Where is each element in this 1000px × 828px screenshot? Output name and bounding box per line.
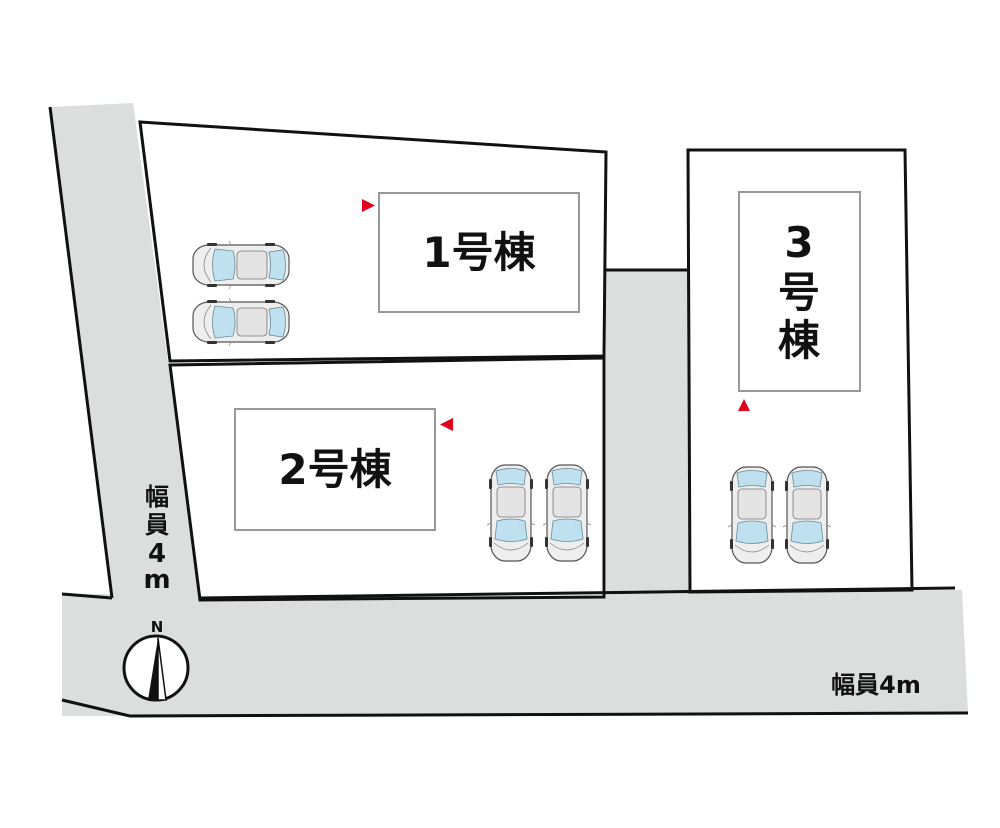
south-road-edge-bottom (61, 698, 969, 718)
south-road-top-boundary (199, 586, 956, 600)
west-road-width-char-1: 幅 (145, 483, 169, 511)
building-2-footprint (234, 408, 436, 531)
building-1-entrance-marker (362, 199, 375, 212)
building-3-footprint (738, 191, 861, 392)
car-lot-1-b (192, 297, 290, 347)
car-lot-2-b (542, 464, 592, 562)
south-road-edge-west (61, 592, 113, 600)
building-3-entrance-marker (738, 399, 750, 411)
central-passage (606, 270, 690, 592)
car-lot-1-a (192, 240, 290, 290)
building-1-label: 1号棟 (422, 228, 536, 277)
compass-needle-dark (148, 638, 158, 700)
car-lot-3-b (782, 466, 832, 564)
building-2-entrance-marker (440, 418, 453, 431)
west-road-width-char-3: 4 (148, 539, 166, 569)
building-3-label-line-2: 号 (778, 268, 820, 317)
car-lot-2-a (486, 464, 536, 562)
building-2-label: 2号棟 (278, 445, 392, 494)
building-1-footprint (378, 192, 580, 313)
south-road (62, 590, 968, 716)
south-road-width-label: 幅員4m (831, 671, 921, 699)
compass-north-label: N (151, 618, 164, 636)
north-compass: N (122, 618, 190, 702)
west-road (50, 103, 200, 598)
building-3-label-line-3: 棟 (778, 316, 821, 365)
west-road-width-char-2: 員 (144, 511, 169, 539)
west-road-width-char-4: m (143, 565, 170, 595)
building-3-label-line-1: 3 (784, 218, 813, 267)
car-lot-3-a (727, 466, 777, 564)
west-road-edge (48, 106, 114, 599)
compass-needle-light (157, 637, 167, 701)
